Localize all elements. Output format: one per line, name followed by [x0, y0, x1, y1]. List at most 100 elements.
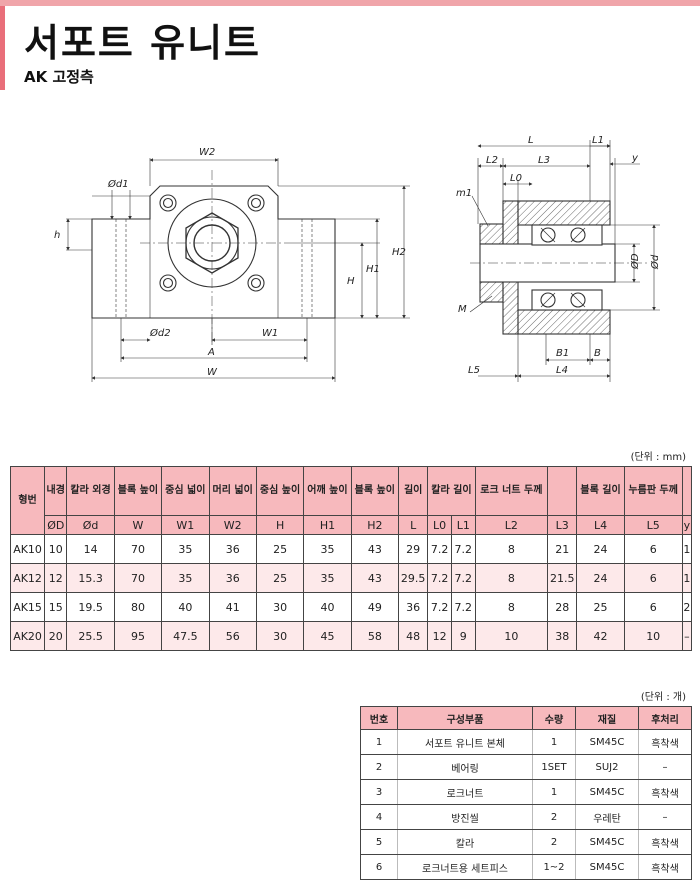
value-cell: 30 [255, 592, 305, 622]
parts-cell: 칼라 [397, 829, 533, 855]
value-cell: 14 [66, 534, 115, 564]
value-cell: 40 [303, 592, 352, 622]
sym: L1 [450, 515, 476, 535]
value-cell: 10 [623, 621, 683, 651]
value-cell: 29.5 [398, 563, 429, 593]
col-length: 길이 [398, 466, 429, 516]
parts-cell: 1 [532, 779, 576, 805]
value-cell: 48 [398, 621, 429, 651]
sym: L [398, 515, 429, 535]
parts-cell: 흑착색 [638, 779, 692, 805]
value-cell: 36 [208, 563, 257, 593]
label-w2: W2 [199, 147, 215, 158]
sym: L2 [474, 515, 549, 535]
label-B: B [594, 348, 601, 359]
spec-table: 형번 내경 칼라 외경 블록 높이 중심 넓이 머리 넓이 중심 높이 어깨 높… [9, 466, 693, 651]
value-cell: 7.2 [450, 534, 476, 564]
label-d1: Ød1 [107, 178, 129, 190]
col-finish: 후처리 [638, 706, 692, 730]
sym: y [681, 515, 693, 535]
col-part: 구성부품 [397, 706, 533, 730]
label-H1: H1 [366, 264, 380, 275]
spec-symbol-row: ØD Ød W W1 W2 H H1 H2 L L0 L1 L2 L3 L4 L… [11, 515, 693, 535]
value-cell: 12 [44, 563, 68, 593]
col-locknut-thickness: 로크 너트 두께 [474, 466, 549, 516]
sym: H2 [350, 515, 400, 535]
parts-cell: 서포트 유니트 본체 [397, 729, 533, 755]
col-collar-length: 칼라 길이 [427, 466, 476, 516]
sym: H1 [303, 515, 352, 535]
value-cell: 70 [113, 534, 163, 564]
parts-cell: 5 [360, 829, 398, 855]
value-cell: 41 [208, 592, 257, 622]
sym: L5 [623, 515, 683, 535]
value-cell: 8 [474, 534, 549, 564]
spec-unit-note: (단위 : mm) [630, 452, 686, 463]
parts-cell: 2 [360, 754, 398, 780]
value-cell: 1 [681, 563, 693, 593]
col-block-length: 블록 길이 [576, 466, 625, 516]
value-cell: 47.5 [161, 621, 210, 651]
value-cell: 35 [303, 563, 352, 593]
col-head-width: 머리 넓이 [208, 466, 257, 516]
parts-cell: 1SET [532, 754, 576, 780]
label-L3: L3 [538, 155, 550, 166]
parts-cell: – [638, 754, 692, 780]
model-cell: AK12 [9, 563, 46, 593]
page-title: 서포트 유니트 [24, 21, 261, 65]
parts-cell: 2 [532, 804, 576, 830]
col-center-height: 중심 높이 [255, 466, 305, 516]
label-y: y [631, 153, 639, 164]
col-block-height-2: 블록 높이 [350, 466, 400, 516]
sym: W2 [208, 515, 257, 535]
col-inner-dia: 내경 [44, 466, 68, 516]
value-cell: 2 [681, 592, 693, 622]
sym: H [255, 515, 305, 535]
col-shoulder-height: 어깨 높이 [303, 466, 352, 516]
label-L4: L4 [556, 365, 568, 376]
value-cell: 49 [350, 592, 400, 622]
label-L0: L0 [510, 173, 522, 184]
model-cell: AK10 [9, 534, 46, 564]
value-cell: 70 [113, 563, 163, 593]
label-W: W [207, 367, 218, 378]
col-no: 번호 [360, 706, 398, 730]
model-cell: AK20 [9, 621, 46, 651]
value-cell: 7.2 [450, 563, 476, 593]
value-cell: 21 [547, 534, 578, 564]
parts-unit-note: (단위 : 개) [640, 692, 686, 703]
value-cell: 6 [623, 563, 683, 593]
value-cell: 43 [350, 563, 400, 593]
value-cell: 15 [44, 592, 68, 622]
value-cell: 35 [161, 563, 210, 593]
col-qty: 수량 [532, 706, 576, 730]
side-view-labels: L L1 L2 L3 y L0 m1 ØD Ød M B1 B L5 L4 [456, 135, 661, 376]
parts-cell: 1 [360, 729, 398, 755]
parts-cell: – [638, 804, 692, 830]
parts-cell: 3 [360, 779, 398, 805]
value-cell: 6 [623, 592, 683, 622]
value-cell: 7.2 [427, 534, 452, 564]
parts-cell: 로크너트 [397, 779, 533, 805]
value-cell: 38 [547, 621, 578, 651]
parts-cell: 우레탄 [575, 804, 639, 830]
value-cell: 8 [474, 592, 549, 622]
title-accent-bar [0, 6, 5, 90]
parts-cell: SM45C [575, 729, 639, 755]
label-d2: Ød2 [149, 327, 171, 339]
value-cell: 40 [161, 592, 210, 622]
value-cell: 24 [576, 534, 625, 564]
value-cell: 19.5 [66, 592, 115, 622]
value-cell: 25.5 [66, 621, 115, 651]
value-cell: 35 [303, 534, 352, 564]
value-cell: 9 [450, 621, 476, 651]
col-material: 재질 [575, 706, 639, 730]
label-H: H [347, 276, 355, 287]
